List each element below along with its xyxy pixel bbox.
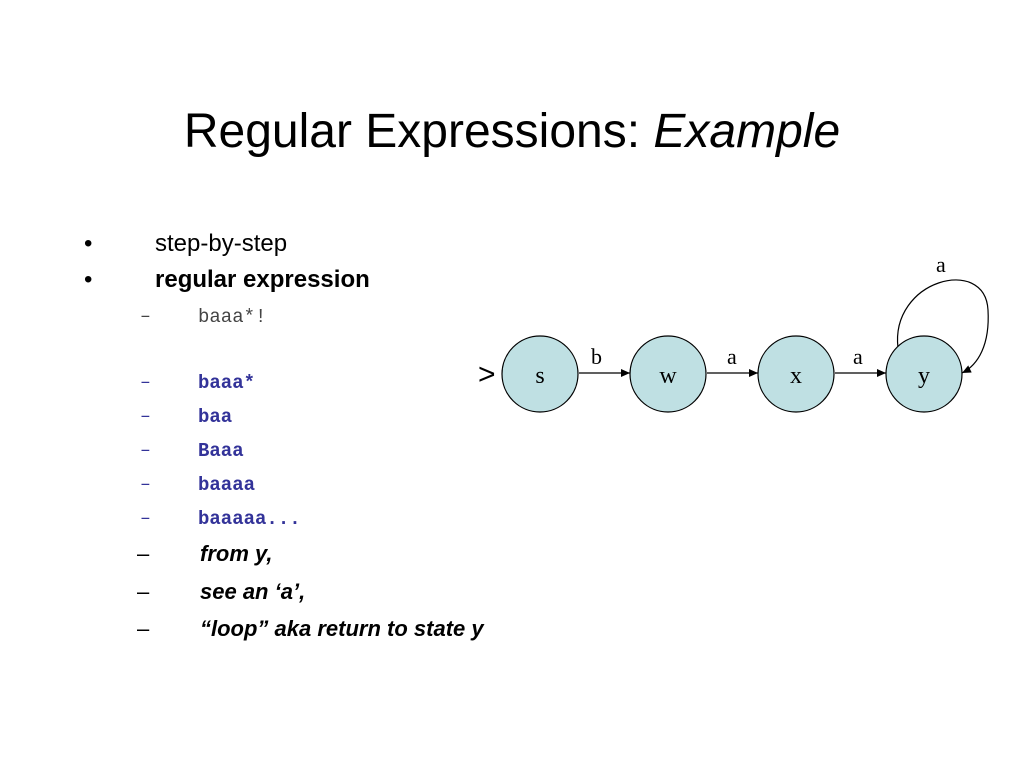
state-s [501, 335, 579, 413]
bullet-item: • regular expression [0, 267, 1024, 293]
bullet-item: • step-by-step [0, 231, 1024, 257]
dash-marker: – [140, 307, 151, 327]
dash-marker: – [137, 579, 150, 604]
dash-marker: – [140, 441, 151, 461]
regex-baa: baa [198, 406, 233, 428]
note-item: – see an ‘a’, [0, 580, 700, 604]
state-label-x: x [790, 363, 802, 389]
state-y [885, 335, 963, 413]
state-label-s: s [535, 363, 544, 389]
regex-item: – baa [0, 406, 600, 428]
state-label-w: w [659, 363, 677, 389]
regex-baaa-star: baaa* [198, 372, 256, 394]
dash-marker: – [140, 509, 151, 529]
regex-baaa-star-bang: baaa*! [198, 306, 267, 328]
bullet-marker: • [84, 266, 93, 293]
edge-label-a: a [727, 344, 737, 369]
edge-y-y-loop [897, 279, 989, 374]
slide-title: Regular Expressions: Example [0, 100, 1024, 164]
bullet-step-by-step: step-by-step [155, 230, 288, 257]
title-italic: Example [653, 105, 841, 158]
note-item: – “loop” aka return to state y [0, 617, 700, 641]
regex-baaaa: baaaa [198, 474, 256, 496]
regex-Baaa: Baaa [198, 440, 244, 462]
regex-item: – baaaaa... [0, 508, 600, 530]
start-state-marker: > [478, 358, 496, 391]
edge-label-loop-a: a [936, 252, 946, 277]
state-label-y: y [918, 363, 930, 389]
regex-item: – baaa* [0, 372, 600, 394]
dash-marker: – [140, 475, 151, 495]
regex-baaaaa-ellipsis: baaaaa... [198, 508, 301, 530]
regex-item: – baaaa [0, 474, 600, 496]
dash-marker: – [137, 541, 150, 566]
state-w [629, 335, 707, 413]
dash-marker: – [140, 407, 151, 427]
note-see-an-a: see an ‘a’, [200, 579, 306, 604]
title-main: Regular Expressions: [183, 105, 654, 158]
regex-item: – baaa*! [0, 306, 600, 328]
note-item: – from y, [0, 542, 700, 566]
edge-label-a: a [853, 344, 863, 369]
dash-marker: – [140, 373, 151, 393]
state-x [757, 335, 835, 413]
regex-item: – Baaa [0, 440, 600, 462]
bullet-regular-expression: regular expression [155, 266, 370, 293]
edge-label-b: b [591, 344, 602, 369]
dash-marker: – [137, 616, 150, 641]
bullet-marker: • [84, 230, 93, 257]
note-from-y: from y, [200, 541, 273, 566]
note-loop-return: “loop” aka return to state y [200, 616, 484, 641]
